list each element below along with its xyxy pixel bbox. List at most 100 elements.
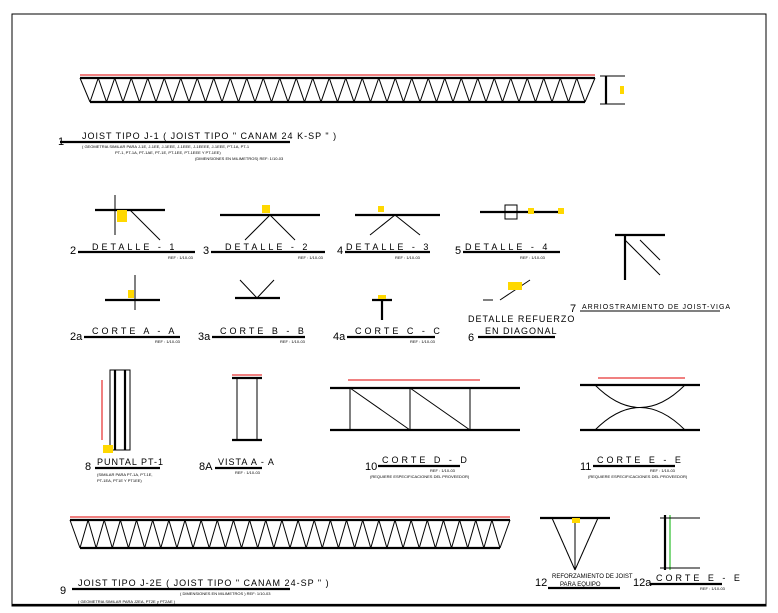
web-diagonal: [475, 519, 485, 549]
web-diagonal: [452, 77, 462, 103]
web-diagonal: [337, 519, 348, 549]
detail-4-ref: REF : 1/10-03: [520, 255, 546, 260]
web-diagonal: [163, 77, 173, 103]
web-diagonal: [362, 519, 372, 549]
detail-2-title: DETALLE - 2: [225, 242, 310, 252]
web-diagonal: [329, 519, 339, 549]
strut-title: PUNTAL PT-1: [97, 457, 164, 467]
web-diagonal: [114, 77, 124, 103]
web-diagonal: [321, 519, 331, 549]
section-dd-ref: REF : 1/10-03: [430, 468, 456, 473]
web-diagonal: [460, 77, 470, 103]
web-diagonal: [312, 77, 322, 103]
web-diagonal: [103, 519, 113, 549]
end-diagonal: [584, 77, 596, 103]
drawing-9-number: 9: [60, 585, 66, 597]
detail-6-number: 6: [468, 332, 474, 344]
web-diagonal: [394, 519, 404, 549]
web-diagonal: [370, 519, 380, 549]
web-diagonal: [192, 519, 202, 549]
detail-6-title-2: EN DIAGONAL: [485, 326, 558, 336]
view-aa-ref: REF : 1/10-03: [235, 470, 261, 475]
web-diagonal: [265, 519, 275, 549]
view-aa-sketch: [232, 374, 262, 442]
section-bb-sketch: [235, 279, 280, 300]
web-diagonal: [313, 519, 323, 549]
web-diagonal: [122, 77, 132, 103]
web-diagonal: [200, 519, 210, 549]
drawing-9-sub-2: ( GEOMETRIA SIMILAR PARA J2EA, PT2E y PT…: [78, 599, 176, 604]
drawing-1-sub2: PT-1, PT-1A, PT-1AE, PT-1E, PT-1EE, PT-1…: [115, 150, 221, 155]
joist-j2e-elevation: [69, 516, 511, 550]
detail-4-sketch: [480, 204, 564, 220]
web-diagonal: [378, 519, 388, 549]
detail-1-number: 2: [70, 245, 76, 257]
web-diagonal: [172, 77, 182, 103]
web-diagonal: [477, 77, 487, 103]
drawing-9-title: JOIST TIPO J-2E ( JOIST TIPO " CANAM 24-…: [78, 578, 330, 588]
web-diagonal: [320, 77, 330, 103]
detail-7-number: 7: [570, 303, 576, 315]
web-diagonal: [386, 77, 396, 103]
web-diagonal: [493, 77, 503, 103]
section-dd-sketch: [330, 379, 520, 432]
web-diagonal: [238, 77, 248, 103]
end-diagonal: [499, 519, 511, 549]
drawing-1-sub1: ( GEOMETRIA SIMILAR PARA J-1E, J-1EE, J-…: [82, 144, 250, 149]
web-diagonal: [451, 519, 461, 549]
web-diagonal: [262, 77, 272, 103]
web-diagonal: [526, 77, 536, 103]
web-diagonal: [144, 519, 154, 549]
web-diagonal: [221, 77, 231, 103]
section-12a-number: 12a: [633, 577, 652, 589]
web-diagonal: [518, 77, 528, 103]
web-diagonal: [297, 519, 307, 549]
strut-sub-1: (SIMILAR PARA PT-1A, PT-1E,: [97, 472, 153, 477]
web-diagonal: [346, 519, 356, 549]
web-diagonal: [426, 519, 436, 549]
web-diagonal: [403, 77, 413, 103]
web-diagonal: [111, 519, 121, 549]
web-diagonal: [354, 519, 364, 549]
web-diagonal: [568, 77, 578, 103]
web-diagonal: [89, 77, 99, 103]
detail-4-number: 5: [455, 245, 461, 257]
detail-12-number: 12: [535, 577, 547, 589]
web-diagonal: [246, 77, 256, 103]
section-bb-ref: REF : 1/10-03: [280, 339, 306, 344]
web-diagonal: [241, 519, 251, 549]
section-aa-sketch: [105, 275, 160, 310]
web-diagonal: [205, 77, 215, 103]
detail-2-number: 3: [203, 245, 209, 257]
web-diagonal: [289, 519, 299, 549]
web-diagonal: [328, 77, 338, 103]
web-diagonal: [232, 519, 243, 549]
diagonal-reinforcement-sketch: [483, 279, 531, 301]
web-diagonal: [287, 77, 297, 103]
drawing-1-title: JOIST TIPO J-1 ( JOIST TIPO " CANAM 24 K…: [82, 131, 337, 141]
web-diagonal: [337, 77, 347, 103]
end-diagonal: [69, 519, 81, 549]
web-diagonal: [510, 77, 520, 103]
strut-sub-2: PT-1EA, PT1E Y PT1EE): [97, 478, 142, 483]
section-aa-number: 2a: [70, 331, 83, 343]
web-diagonal: [427, 77, 437, 103]
web-diagonal: [386, 519, 396, 549]
section-ee-12a-sketch: [660, 515, 700, 570]
web-diagonal: [254, 77, 264, 103]
section-cc-sketch: [372, 295, 392, 320]
section-ee-sketch: [580, 377, 700, 432]
web-diagonal: [535, 77, 545, 103]
web-diagonal: [147, 77, 157, 103]
section-ee-ref: REF : 1/10-03: [650, 468, 676, 473]
section-aa-ref: REF : 1/10-03: [155, 339, 181, 344]
web-diagonal: [483, 519, 493, 549]
web-diagonal: [79, 519, 89, 549]
web-diagonal: [188, 77, 198, 103]
web-diagonal: [434, 519, 444, 549]
web-diagonal: [491, 519, 501, 549]
web-diagonal: [139, 77, 149, 103]
section-bb-title: CORTE B - B: [220, 326, 307, 336]
section-12a-ref: REF : 1/10-03: [700, 586, 726, 591]
web-diagonal: [543, 77, 553, 103]
